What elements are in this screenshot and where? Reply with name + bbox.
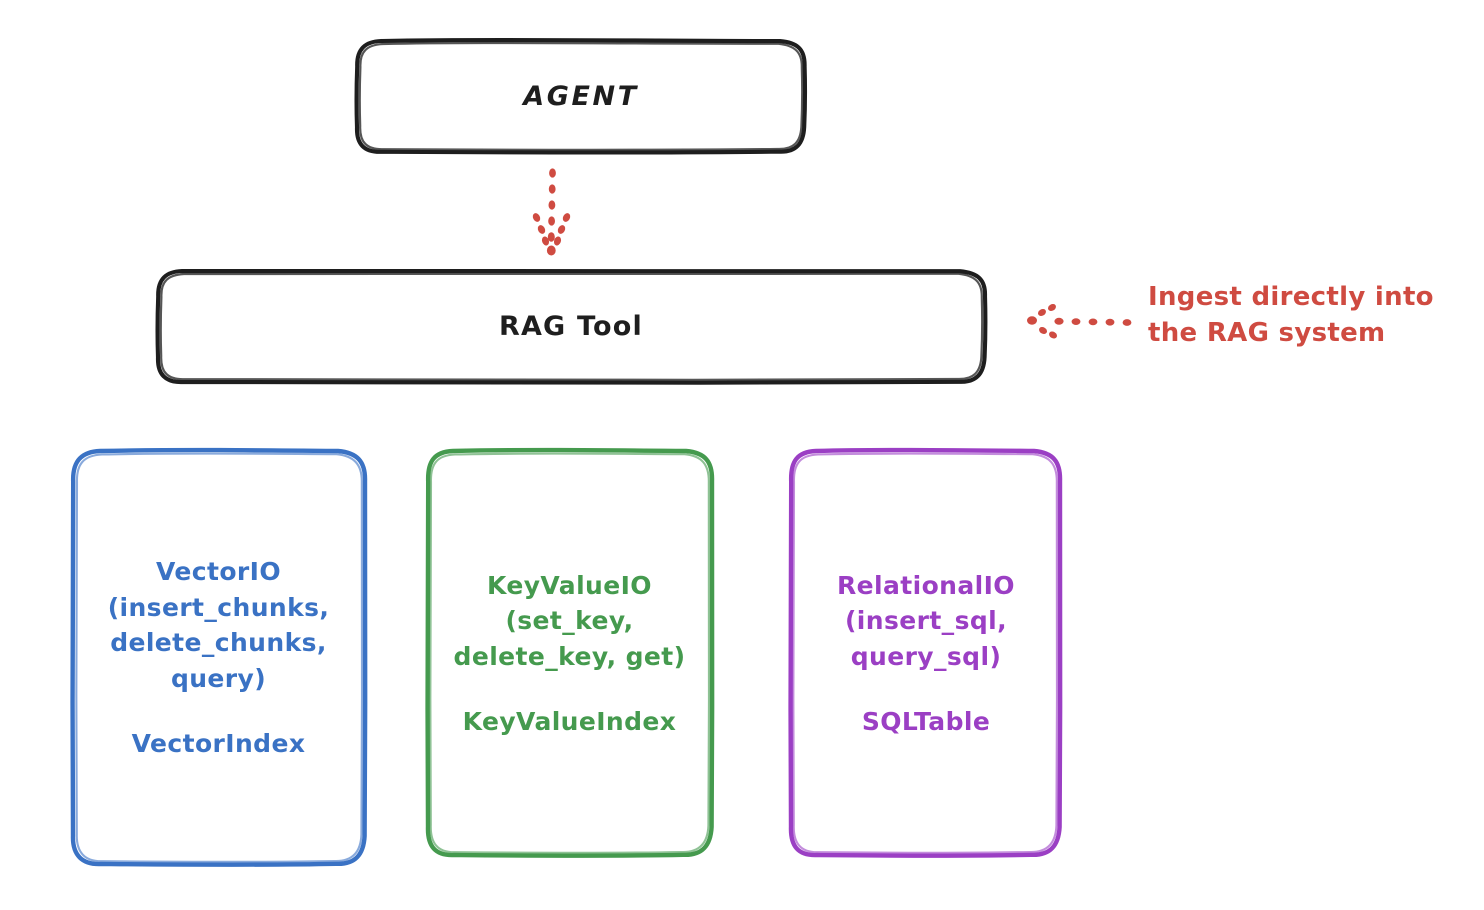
agent-node-label: AGENT	[523, 80, 639, 112]
vector-io-index-text: VectorIndex	[131, 729, 306, 759]
relational-io-node-label: RelationalIO (insert_sql, query_sql) SQL…	[790, 450, 1062, 857]
relational-io-interface-text: RelationalIO (insert_sql, query_sql)	[837, 570, 1015, 671]
ingest-annotation-text: Ingest directly into the RAG system	[1148, 282, 1434, 348]
rag-tool-node-label: RAG Tool	[498, 310, 644, 342]
key-value-io-index-text: KeyValueIndex	[462, 707, 677, 736]
key-value-io-interface-text: KeyValueIO (set_key, delete_key, get)	[453, 570, 686, 671]
vector-io-node-label: VectorIO (insert_chunks, delete_chunks, …	[72, 450, 365, 866]
agent-to-rag-connector	[532, 168, 571, 256]
ingest-connector	[1027, 304, 1132, 339]
vector-io-interface-text: VectorIO (insert_chunks, delete_chunks, …	[107, 557, 330, 693]
key-value-io-node-label: KeyValueIO (set_key, delete_key, get) Ke…	[427, 450, 712, 857]
relational-io-index-text: SQLTable	[861, 707, 991, 736]
